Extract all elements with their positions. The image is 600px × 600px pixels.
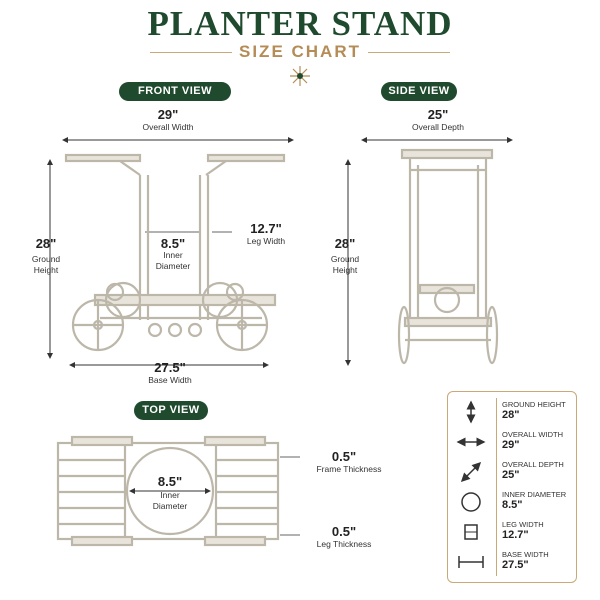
subtitle-rule-left (150, 52, 232, 53)
top-inner-diameter-label-2: Diameter (152, 501, 188, 511)
legend-value: 8.5" (502, 499, 523, 511)
top-inner-diameter-value: 8.5" (157, 474, 183, 489)
diagonal-arrow-icon (460, 461, 482, 483)
page-title: PLANTER STAND (147, 4, 453, 43)
legend-label: OVERALL WIDTH (502, 430, 563, 439)
top-view-label: TOP VIEW (134, 401, 208, 420)
legend-value: 27.5" (502, 559, 529, 571)
legend-label: OVERALL DEPTH (502, 460, 564, 469)
side-ground-height-label-2: Height (332, 265, 358, 275)
top-frame-thickness-value: 0.5" (331, 449, 357, 464)
base-width-icon (458, 556, 484, 568)
front-leg-width-label: Leg Width (246, 236, 286, 246)
top-inner-diameter-label-1: Inner (160, 490, 180, 500)
subtitle-rule-right (368, 52, 450, 53)
legend-divider (496, 398, 497, 576)
front-overall-width-label: Overall Width (142, 122, 194, 132)
legend-item-inner-diameter: INNER DIAMETER 8.5" (448, 488, 576, 516)
flower-ornament-icon (290, 66, 310, 86)
top-frame-thickness-label: Frame Thickness (316, 464, 382, 474)
side-view-label: SIDE VIEW (381, 82, 457, 101)
side-overall-depth-label: Overall Depth (412, 122, 464, 132)
side-ground-height-label-1: Ground (330, 254, 360, 264)
legend-value: 12.7" (502, 529, 529, 541)
legend-label: INNER DIAMETER (502, 490, 567, 499)
legend-item-overall-width: OVERALL WIDTH 29" (448, 428, 576, 456)
dimension-legend: GROUND HEIGHT 28" OVERALL WIDTH 29" OVER… (447, 391, 577, 583)
front-inner-diameter-label-1: Inner (163, 250, 183, 260)
front-leg-width-value: 12.7" (250, 221, 282, 236)
legend-value: 25" (502, 469, 520, 481)
legend-item-overall-depth: OVERALL DEPTH 25" (448, 458, 576, 486)
vertical-arrow-icon (466, 400, 476, 424)
legend-item-ground-height: GROUND HEIGHT 28" (448, 398, 576, 426)
front-base-width-label: Base Width (148, 375, 192, 385)
leg-width-icon (464, 524, 478, 540)
front-base-width-value: 27.5" (154, 360, 186, 375)
legend-item-leg-width: LEG WIDTH 12.7" (448, 518, 576, 546)
legend-value: 28" (502, 409, 520, 421)
front-inner-diameter-label-2: Diameter (155, 261, 191, 271)
side-overall-depth-value: 25" (427, 107, 449, 122)
front-overall-width-value: 29" (157, 107, 179, 122)
circle-icon (461, 492, 481, 512)
legend-label: LEG WIDTH (502, 520, 544, 529)
legend-item-base-width: BASE WIDTH 27.5" (448, 548, 576, 576)
front-ground-height-label-1: Ground (31, 254, 61, 264)
horizontal-arrow-icon (456, 437, 486, 447)
top-leg-thickness-label: Leg Thickness (316, 539, 372, 549)
front-inner-diameter-value: 8.5" (160, 236, 186, 251)
subtitle-row: SIZE CHART (0, 42, 600, 62)
front-view-label: FRONT VIEW (119, 82, 231, 101)
legend-label: GROUND HEIGHT (502, 400, 566, 409)
top-leg-thickness-value: 0.5" (331, 524, 357, 539)
page-subtitle: SIZE CHART (239, 42, 361, 61)
front-ground-height-value: 28" (35, 236, 57, 251)
legend-value: 29" (502, 439, 520, 451)
legend-label: BASE WIDTH (502, 550, 549, 559)
front-ground-height-label-2: Height (33, 265, 59, 275)
